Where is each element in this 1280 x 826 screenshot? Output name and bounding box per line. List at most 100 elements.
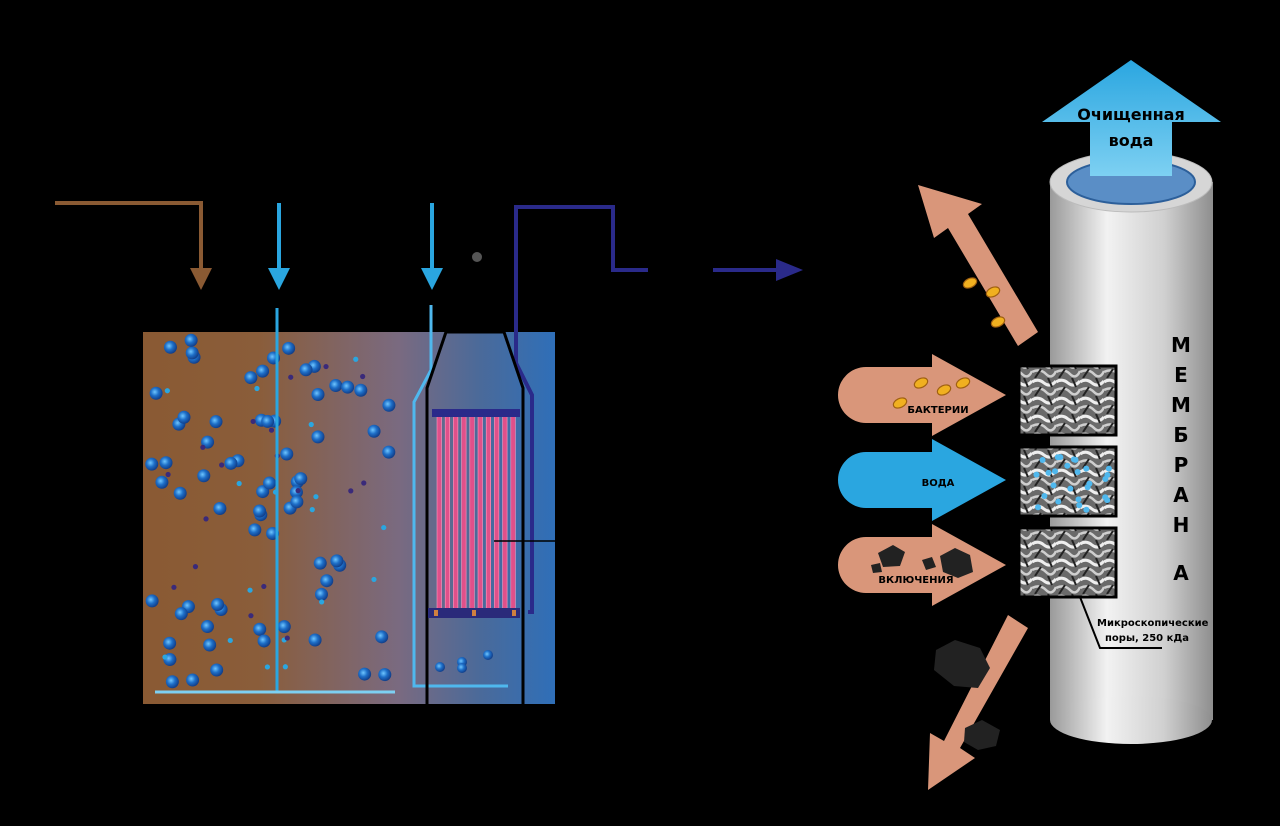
sludge-floc bbox=[358, 667, 372, 681]
sludge-floc bbox=[210, 663, 224, 677]
water-droplet bbox=[1064, 462, 1071, 469]
small-particle bbox=[200, 444, 206, 450]
sludge-floc bbox=[200, 620, 214, 634]
sludge-floc bbox=[261, 414, 275, 428]
membrane-word: М Е М Б Р А Н А bbox=[1171, 333, 1191, 585]
sludge-inlet-pipe bbox=[55, 201, 212, 290]
sludge-floc bbox=[282, 341, 296, 355]
membrane-letter: Н bbox=[1173, 513, 1190, 537]
small-particle bbox=[319, 599, 325, 605]
small-particle bbox=[164, 388, 170, 394]
sludge-floc bbox=[145, 457, 159, 471]
sludge-floc bbox=[330, 554, 344, 568]
small-particle bbox=[282, 664, 288, 670]
hollow-fiber bbox=[436, 412, 442, 611]
inclusions-label: ВКЛЮЧЕНИЯ bbox=[878, 575, 953, 586]
small-particle bbox=[219, 462, 225, 468]
sludge-floc bbox=[145, 594, 159, 608]
small-particle bbox=[323, 363, 329, 370]
water-droplet bbox=[1083, 465, 1090, 472]
small-particle bbox=[227, 637, 233, 644]
sludge-floc bbox=[378, 668, 392, 682]
purified-water-label-line1: Очищенная bbox=[1077, 105, 1185, 124]
small-particle bbox=[371, 576, 377, 583]
bioreactor-tank bbox=[143, 332, 555, 704]
sludge-floc bbox=[244, 371, 258, 385]
water-droplet bbox=[1076, 502, 1083, 509]
membrane-pores: Микроскопические поры, 250 кДа bbox=[1017, 364, 1209, 649]
water-droplets-in-pores bbox=[1033, 454, 1112, 513]
bacteria-label: БАКТЕРИИ bbox=[907, 405, 968, 416]
permeate-outlet-pipe bbox=[514, 205, 803, 614]
sludge-floc bbox=[320, 574, 334, 588]
indicator-dot bbox=[472, 252, 482, 262]
water-droplet bbox=[1083, 506, 1090, 513]
hollow-fiber bbox=[461, 412, 467, 611]
up-arrow-icon bbox=[1042, 60, 1221, 176]
small-particle bbox=[248, 613, 254, 619]
water-droplet bbox=[1055, 498, 1062, 505]
water-droplet bbox=[1102, 475, 1109, 482]
pore-block-bacteria bbox=[1017, 364, 1118, 437]
sludge-floc bbox=[165, 675, 179, 689]
small-particle bbox=[171, 584, 177, 590]
small-particle bbox=[288, 374, 294, 380]
water-label: ВОДА bbox=[922, 478, 955, 489]
water-droplet bbox=[1041, 492, 1048, 499]
bacteria-icon bbox=[913, 377, 929, 389]
sludge-floc bbox=[253, 504, 267, 518]
sludge-floc bbox=[209, 415, 223, 429]
sludge-floc bbox=[177, 410, 191, 424]
sludge-floc bbox=[197, 469, 211, 483]
sludge-floc bbox=[375, 630, 389, 644]
small-particle bbox=[268, 427, 275, 433]
down-arrow-icon bbox=[268, 268, 290, 290]
inclusion-rock-icon bbox=[922, 557, 936, 570]
hollow-fiber bbox=[469, 412, 475, 611]
sludge-floc bbox=[382, 398, 396, 412]
small-particle bbox=[361, 480, 367, 486]
sludge-floc bbox=[294, 472, 308, 486]
hollow-fiber bbox=[502, 412, 508, 611]
sludge-floc bbox=[290, 495, 304, 509]
inclusion-rock-icon bbox=[871, 563, 882, 573]
sludge-floc bbox=[382, 445, 396, 459]
water-droplet bbox=[1075, 496, 1082, 503]
sludge-floc bbox=[256, 364, 270, 378]
sludge-floc bbox=[248, 523, 262, 537]
bacteria-icon bbox=[962, 277, 978, 289]
sludge-floc bbox=[280, 447, 294, 461]
water-droplet bbox=[1074, 469, 1081, 476]
sludge-floc bbox=[435, 662, 445, 672]
sludge-floc bbox=[277, 620, 291, 634]
sludge-floc bbox=[341, 380, 355, 394]
down-arrow-icon bbox=[421, 268, 443, 290]
membrane-letter: Е bbox=[1174, 363, 1188, 387]
sludge-floc bbox=[186, 673, 200, 687]
bacteria-flow-arrow: БАКТЕРИИ bbox=[838, 354, 1006, 436]
bacteria-icon bbox=[985, 286, 1001, 298]
pores-label-line1: Микроскопические bbox=[1097, 618, 1209, 629]
membrane-letter: Р bbox=[1174, 453, 1189, 477]
sludge-floc bbox=[213, 501, 227, 515]
sludge-floc bbox=[257, 634, 271, 648]
water-droplet bbox=[1033, 471, 1040, 478]
pores-callout-line bbox=[1079, 596, 1162, 649]
water-flow-arrow: ВОДА bbox=[838, 439, 1006, 521]
sludge-particles bbox=[145, 333, 493, 689]
water-droplet bbox=[1050, 482, 1057, 489]
small-particle bbox=[254, 385, 260, 392]
small-particle bbox=[162, 654, 168, 660]
sludge-floc bbox=[224, 456, 238, 470]
sludge-floc bbox=[367, 424, 381, 438]
small-particle bbox=[250, 418, 256, 425]
sludge-floc bbox=[211, 597, 225, 611]
small-particle bbox=[165, 471, 171, 478]
inclusion-rock-icon bbox=[940, 548, 973, 578]
small-particle bbox=[236, 480, 242, 487]
pore-block-water bbox=[1017, 445, 1118, 518]
sludge-floc bbox=[163, 636, 177, 650]
water-droplet bbox=[1039, 457, 1046, 464]
water-droplet bbox=[1045, 469, 1052, 476]
